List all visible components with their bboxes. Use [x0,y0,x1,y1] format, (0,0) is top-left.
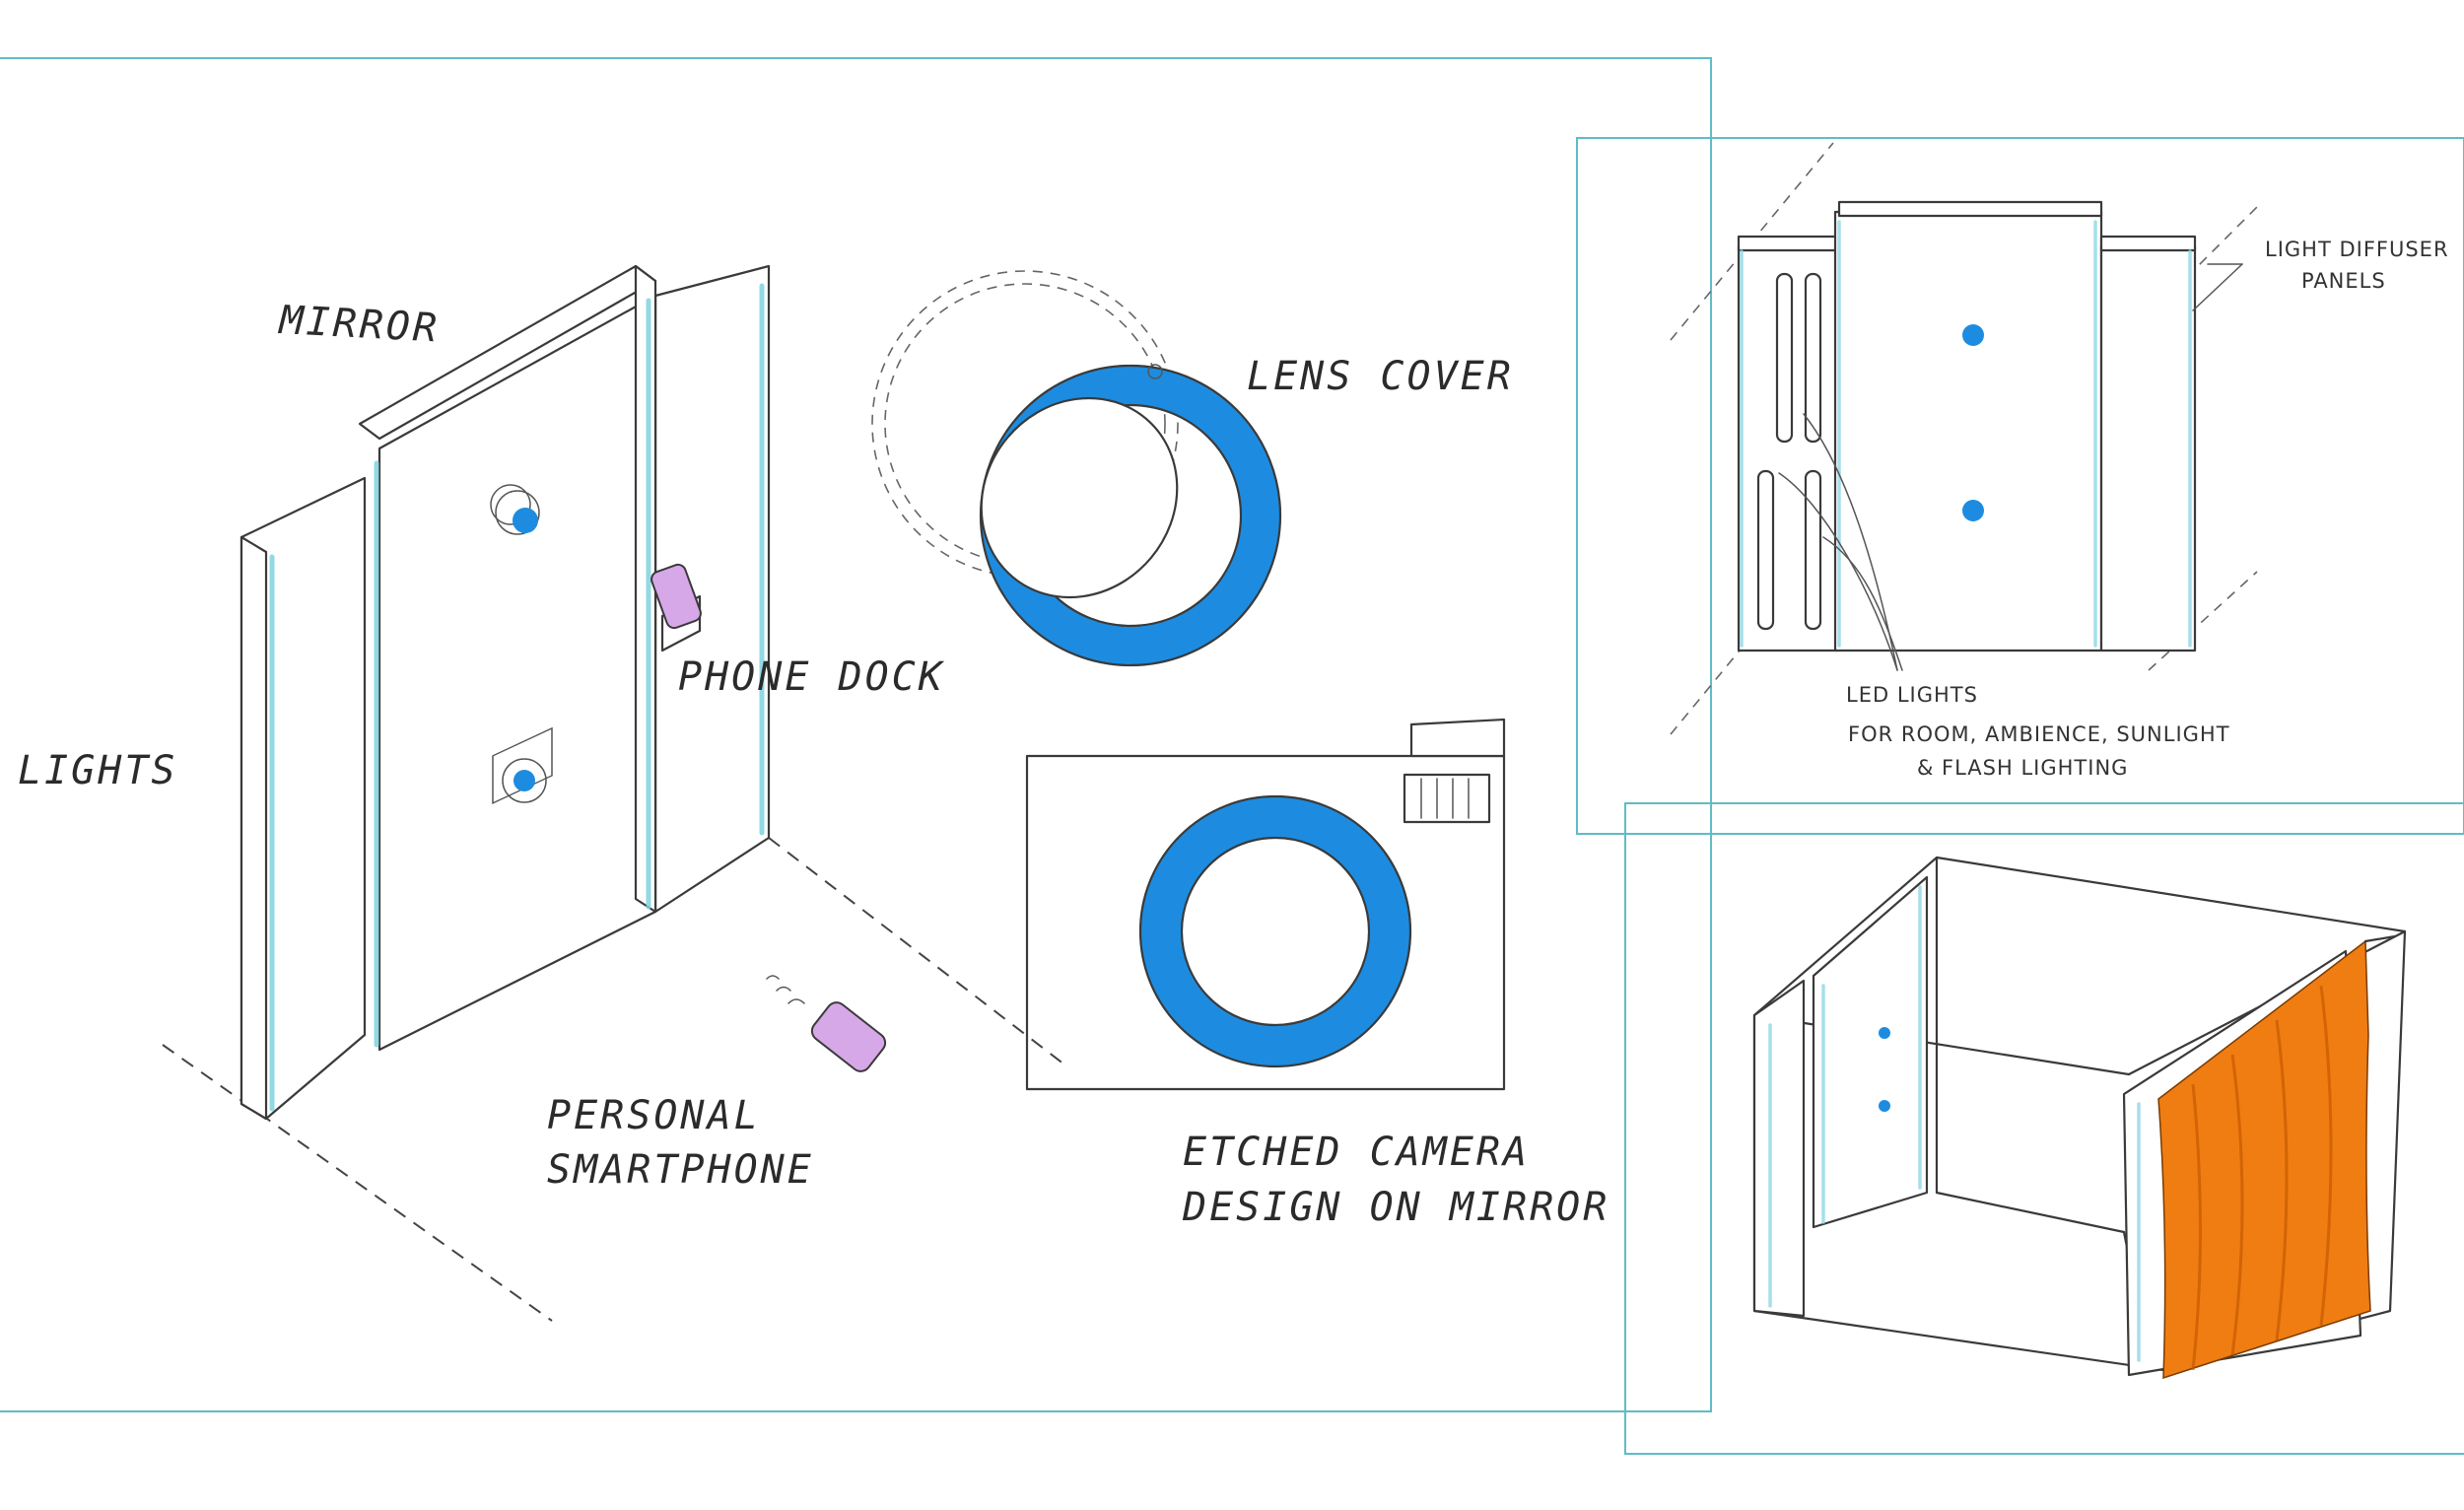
top-right-sketch-frame [1576,137,2464,835]
room-lens-top-icon [1879,1027,1890,1039]
lens-cover-illustration [871,270,1282,667]
bottom-right-sketch-frame [1624,802,2464,1455]
elevation-lens-bottom-icon [1962,500,1984,521]
label-light-diffuser-line2: PANELS [2301,269,2386,293]
orange-curtain-icon [2157,939,2371,1380]
etched-camera-illustration [1025,718,1506,1091]
elevation-lens-top-icon [1962,324,1984,346]
label-led-for-line2: & FLASH LIGHTING [1917,756,2128,780]
room-lens-bottom-icon [1879,1100,1890,1112]
label-light-diffuser-line1: LIGHT DIFFUSER [2265,238,2449,261]
label-lights: LIGHTS [18,748,178,793]
label-etched-camera-line1: ETCHED CAMERA [1183,1130,1530,1175]
label-etched-camera-line2: DESIGN ON MIRROR [1182,1185,1609,1230]
mirror-lens-top-icon [513,508,538,533]
label-lens-cover: LENS COVER [1247,354,1514,399]
elevation-view-illustration [1670,142,2258,735]
label-personal-smartphone-line1: PERSONAL [547,1093,761,1138]
label-led-for-line1: FOR ROOM, AMBIENCE, SUNLIGHT [1848,722,2230,746]
mirror-lens-bottom-icon [513,770,535,791]
perspective-room-illustration [1752,856,2407,1380]
label-personal-smartphone-line2: SMARTPHONE [547,1147,814,1193]
personal-smartphone-icon [766,975,887,1072]
label-phone-dock: PHONE DOCK [678,654,945,700]
label-led-lights: LED LIGHTS [1846,683,1978,707]
docked-phone-icon [650,563,702,630]
main-sketch-frame [0,57,1712,1412]
label-mirror: MIRROR [276,298,441,352]
isometric-mirror-wall [162,264,1065,1322]
